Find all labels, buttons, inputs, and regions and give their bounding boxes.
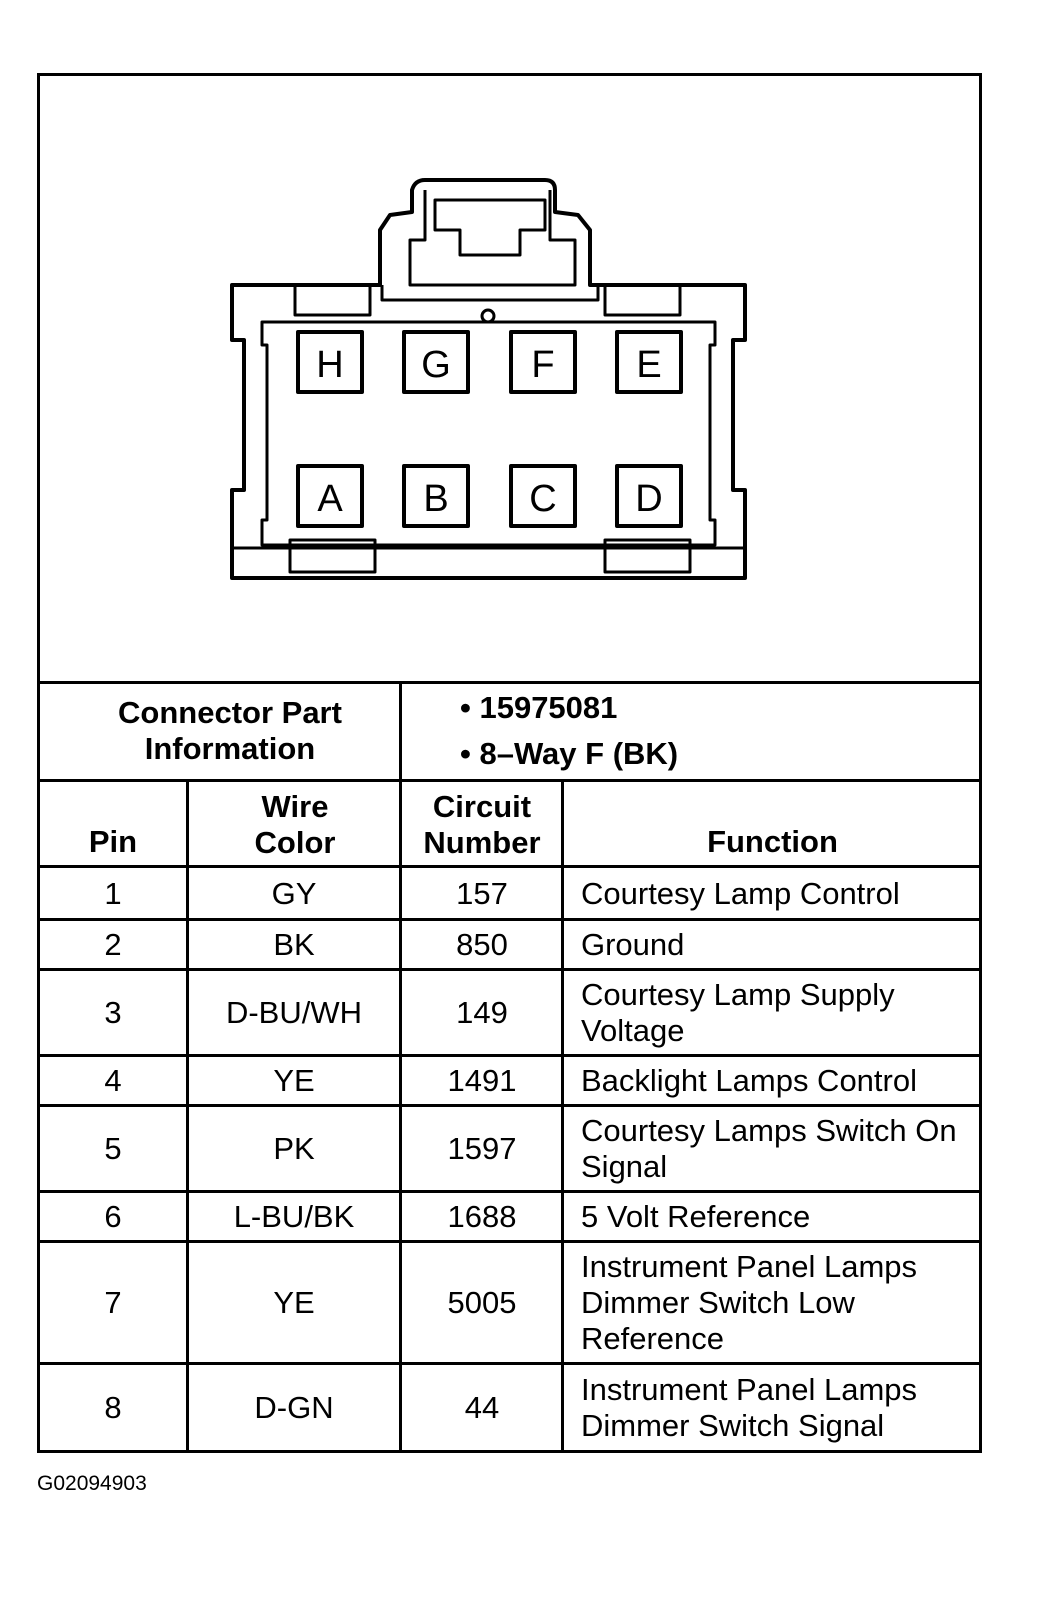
pin-number-cell: 3 <box>104 994 122 1030</box>
latch-detail-inner <box>433 198 547 257</box>
bottom-left-tab <box>288 538 377 574</box>
pin-cavity-h <box>296 330 364 394</box>
pin-label-c: C <box>529 478 556 520</box>
pin-label-e: E <box>636 344 661 386</box>
pin-number-cell: 2 <box>104 926 122 962</box>
function-cell: 5 Volt Reference <box>581 1198 811 1234</box>
wire-color-cell: GY <box>271 876 317 911</box>
pin-number-cell: 5 <box>104 1130 122 1166</box>
connector-inner-outline <box>260 320 717 547</box>
pin-cavity-c <box>509 464 577 528</box>
pin-number-cell: 6 <box>104 1198 122 1234</box>
connector-outer-outline <box>230 178 747 580</box>
pin-label-g: G <box>421 344 451 386</box>
row-divider <box>37 918 982 921</box>
row-divider <box>37 1240 982 1243</box>
wire-color-cell: BK <box>273 926 315 962</box>
figure-code: G02094903 <box>37 1472 147 1495</box>
pin-label-h: H <box>316 344 343 386</box>
pin-label-d: D <box>635 478 662 520</box>
function-cell: Instrument Panel Lamps Dimmer Switch Sig… <box>581 1371 918 1443</box>
wire-color-cell: PK <box>273 1130 315 1166</box>
polarity-dot <box>480 308 496 324</box>
wire-color-cell: L-BU/BK <box>233 1198 355 1234</box>
latch-step <box>380 285 600 302</box>
row-divider <box>37 1054 982 1057</box>
pin-label-b: B <box>423 478 448 520</box>
divider-header-bottom <box>37 865 982 868</box>
pin-cavity-a <box>296 464 364 528</box>
divider-part-info-mid <box>399 681 402 781</box>
function-cell: Courtesy Lamp Supply Voltage <box>581 976 895 1048</box>
top-left-tab <box>293 283 372 317</box>
function-cell: Ground <box>581 926 685 962</box>
pin-number-cell: 7 <box>104 1284 122 1320</box>
row-divider <box>37 968 982 971</box>
circuit-number-cell: 850 <box>456 926 508 962</box>
header-wire-color: Wire Color <box>254 789 336 860</box>
wire-color-cell: D-GN <box>254 1389 334 1425</box>
bottom-right-tab <box>603 538 692 574</box>
divider-header-top <box>37 779 982 782</box>
column-divider <box>186 779 189 1450</box>
function-cell: Courtesy Lamp Control <box>581 876 900 911</box>
part-info-item: • 15975081 <box>460 690 618 725</box>
circuit-number-cell: 157 <box>456 876 508 911</box>
wire-color-cell: YE <box>273 1284 315 1320</box>
row-divider <box>37 1104 982 1107</box>
column-divider <box>399 779 402 1450</box>
part-info-item: • 8–Way F (BK) <box>460 736 679 771</box>
pin-label-f: F <box>531 344 554 386</box>
wire-color-cell: D-BU/WH <box>225 994 363 1030</box>
circuit-number-cell: 149 <box>456 994 508 1030</box>
header-circuit-number: Circuit Number <box>423 789 541 860</box>
pin-number-cell: 1 <box>104 876 122 911</box>
part-info-label: Connector Part Information <box>118 695 342 766</box>
circuit-number-cell: 1491 <box>447 1062 517 1098</box>
pin-number-cell: 8 <box>104 1389 122 1425</box>
connector-face-diagram: H G F E A B C D <box>230 178 747 580</box>
row-divider <box>37 1362 982 1365</box>
circuit-number-cell: 1597 <box>447 1130 517 1166</box>
pin-label-a: A <box>317 478 343 520</box>
top-right-tab <box>603 283 682 317</box>
pin-cavity-d <box>615 464 683 528</box>
pin-cavity-g <box>402 330 470 394</box>
pin-cavity-e <box>615 330 683 394</box>
header-function: Function <box>707 824 838 859</box>
pin-number-cell: 4 <box>104 1062 122 1098</box>
column-divider <box>561 779 564 1450</box>
pin-cavity-f <box>509 330 577 394</box>
row-divider <box>37 1450 982 1453</box>
function-cell: Instrument Panel Lamps Dimmer Switch Low… <box>581 1248 918 1356</box>
divider-part-info-top <box>37 681 982 684</box>
circuit-number-cell: 1688 <box>447 1198 517 1234</box>
circuit-number-cell: 44 <box>464 1389 500 1425</box>
part-info-list: • 15975081 • 8–Way F (BK) <box>460 690 678 782</box>
circuit-number-cell: 5005 <box>447 1284 517 1320</box>
pin-cavity-b <box>402 464 470 528</box>
header-pin: Pin <box>88 824 138 859</box>
latch-detail <box>408 190 577 287</box>
row-divider <box>37 1190 982 1193</box>
wire-color-cell: YE <box>273 1062 315 1098</box>
function-cell: Courtesy Lamps Switch On Signal <box>581 1112 957 1184</box>
function-cell: Backlight Lamps Control <box>581 1062 917 1098</box>
